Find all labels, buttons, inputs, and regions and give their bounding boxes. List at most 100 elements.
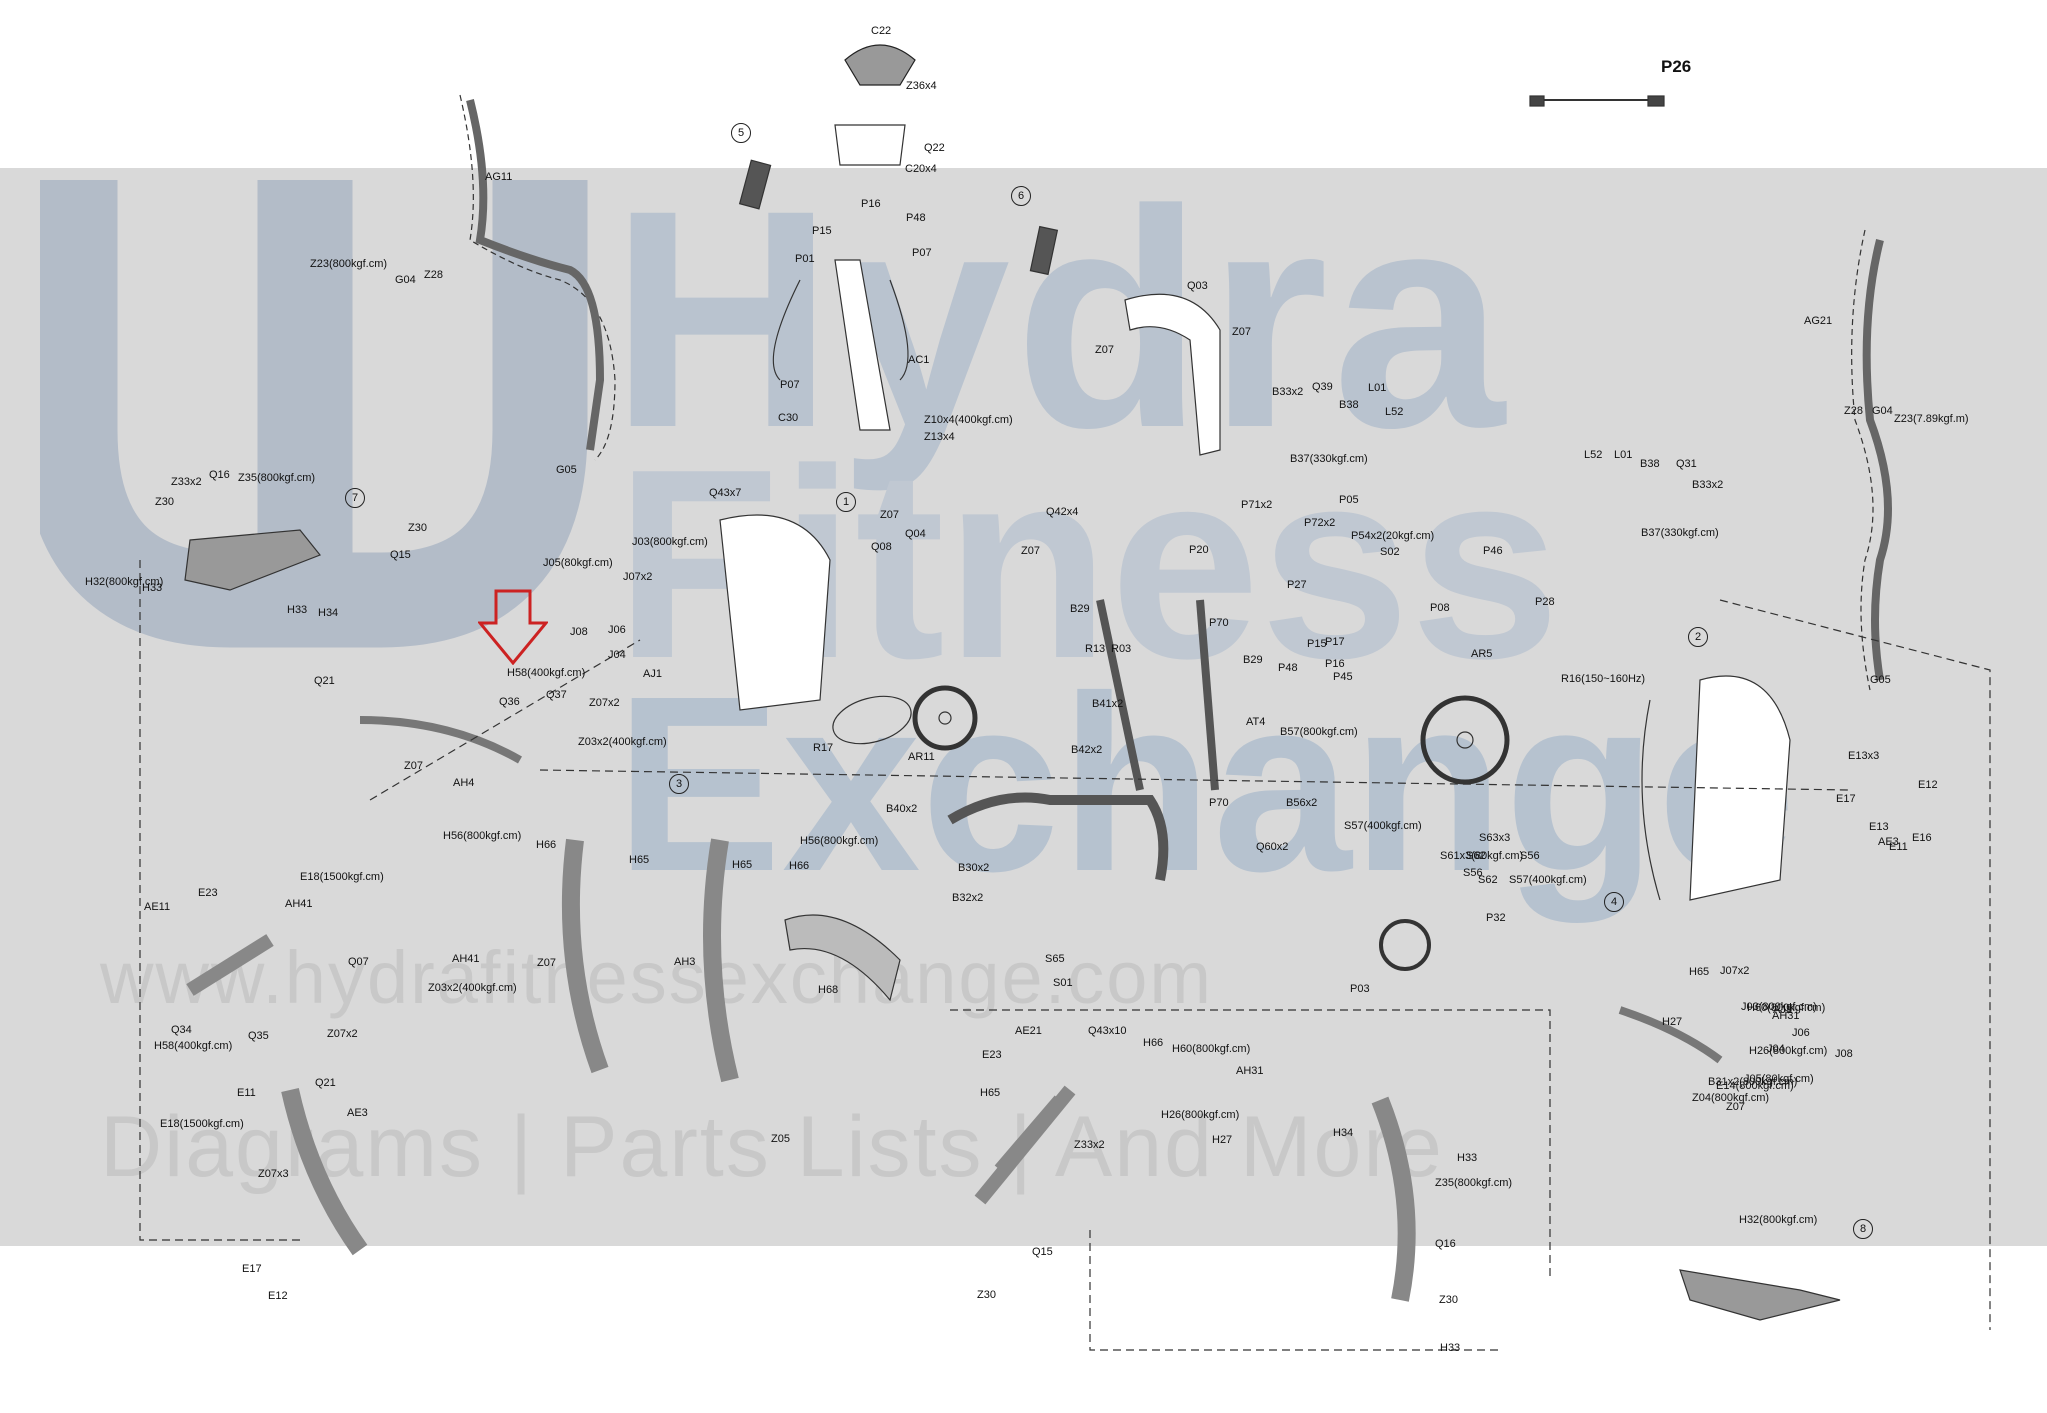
part-label: E18(1500kgf.cm) bbox=[300, 871, 384, 883]
callout-4: 4 bbox=[1604, 892, 1624, 912]
part-label: J06 bbox=[1792, 1027, 1810, 1039]
part-label: H65 bbox=[1689, 966, 1710, 978]
part-label: Q34 bbox=[171, 1024, 192, 1036]
part-label: H56(800kgf.cm) bbox=[443, 830, 522, 842]
part-label: S57(400kgf.cm) bbox=[1509, 874, 1587, 886]
part-label: Z33x2 bbox=[171, 476, 202, 488]
part-label: Q36 bbox=[499, 696, 520, 708]
part-label: P17 bbox=[1325, 636, 1345, 648]
part-label: P01 bbox=[795, 253, 815, 265]
part-label: AT4 bbox=[1246, 716, 1266, 728]
part-label: P20 bbox=[1189, 544, 1209, 556]
part-label: B30x2 bbox=[958, 862, 990, 874]
part-label: Z05 bbox=[771, 1133, 790, 1145]
part-label: Z03x2(400kgf.cm) bbox=[428, 982, 517, 994]
part-label: P45 bbox=[1333, 671, 1353, 683]
part-label: Z30 bbox=[408, 522, 427, 534]
part-label: AE3 bbox=[347, 1107, 368, 1119]
part-label: AG11 bbox=[485, 171, 513, 183]
part-label: Z03x2(400kgf.cm) bbox=[578, 736, 667, 748]
part-label: H26(800kgf.cm) bbox=[1161, 1109, 1240, 1121]
part-label: S62 bbox=[1478, 874, 1498, 886]
part-label: L52 bbox=[1385, 406, 1404, 418]
part-label: B33x2 bbox=[1692, 479, 1724, 491]
part-label: P46 bbox=[1483, 545, 1503, 557]
part-label: E11 bbox=[237, 1087, 256, 1099]
part-label: AH3 bbox=[674, 956, 696, 968]
part-label: Q21 bbox=[314, 675, 335, 687]
part-label: J08 bbox=[1835, 1048, 1853, 1060]
part-label: B37(330kgf.cm) bbox=[1641, 527, 1719, 539]
part-label: S65 bbox=[1045, 953, 1065, 965]
part-label: G04 bbox=[395, 274, 416, 286]
part-label: B38 bbox=[1339, 399, 1359, 411]
callout-6: 6 bbox=[1011, 186, 1031, 206]
part-label: P27 bbox=[1287, 579, 1307, 591]
part-label: H65 bbox=[629, 854, 650, 866]
part-label: H68 bbox=[818, 984, 839, 996]
part-label: P72x2 bbox=[1304, 517, 1336, 529]
part-label: J07x2 bbox=[623, 571, 653, 583]
part-label: Z33x2 bbox=[1074, 1139, 1105, 1151]
part-label: S01 bbox=[1053, 977, 1073, 989]
part-label: B37(330kgf.cm) bbox=[1290, 453, 1368, 465]
part-label: H58(400kgf.cm) bbox=[507, 667, 586, 679]
part-label: Z07 bbox=[1232, 326, 1251, 338]
part-label: P70 bbox=[1209, 617, 1229, 629]
part-label: J08 bbox=[570, 626, 588, 638]
part-label: E23 bbox=[982, 1049, 1002, 1061]
part-label: Z28 bbox=[1844, 405, 1863, 417]
part-label: AH31 bbox=[1772, 1010, 1800, 1022]
part-label: AR5 bbox=[1471, 648, 1493, 660]
part-label: P32 bbox=[1486, 912, 1506, 924]
callout-5: 5 bbox=[731, 123, 751, 143]
part-label: R13 bbox=[1085, 643, 1106, 655]
part-label: Z04(800kgf.cm) bbox=[1692, 1092, 1770, 1104]
part-label: P07 bbox=[780, 379, 800, 391]
part-label: C20x4 bbox=[905, 163, 937, 175]
part-label: Z07x2 bbox=[327, 1028, 358, 1040]
part-label: P71x2 bbox=[1241, 499, 1273, 511]
part-label: Z07 bbox=[880, 509, 899, 521]
part-label: J03(800kgf.cm) bbox=[1741, 1001, 1817, 1013]
part-label: L52 bbox=[1584, 449, 1603, 461]
part-label: AE3 bbox=[1878, 836, 1899, 848]
part-label: E18(1500kgf.cm) bbox=[160, 1118, 244, 1130]
part-label: E13 bbox=[1869, 821, 1889, 833]
part-label: L01 bbox=[1368, 382, 1387, 394]
part-label: B40x2 bbox=[886, 803, 918, 815]
part-label: Z30 bbox=[977, 1289, 996, 1301]
part-label: H33 bbox=[1457, 1152, 1478, 1164]
part-label: AR11 bbox=[908, 751, 935, 763]
part-label: AC1 bbox=[908, 354, 930, 366]
part-label: AH41 bbox=[285, 898, 313, 910]
part-label: J03(800kgf.cm) bbox=[632, 536, 708, 548]
part-label: P03 bbox=[1350, 983, 1370, 995]
part-label: R16(150~160Hz) bbox=[1561, 673, 1646, 685]
part-label: R17 bbox=[813, 742, 834, 754]
part-label: Z35(800kgf.cm) bbox=[238, 472, 316, 484]
part-label: H66 bbox=[536, 839, 557, 851]
part-label: R03 bbox=[1111, 643, 1132, 655]
part-label: H66 bbox=[789, 860, 810, 872]
part-label: Z23(800kgf.cm) bbox=[310, 258, 388, 270]
part-label: E23 bbox=[198, 887, 218, 899]
part-label: G05 bbox=[556, 464, 577, 476]
part-label: H32(800kgf.cm) bbox=[85, 576, 164, 588]
part-label: J05(80kgf.cm) bbox=[1744, 1073, 1814, 1085]
part-label: Z28 bbox=[424, 269, 443, 281]
part-label: H56(800kgf.cm) bbox=[800, 835, 879, 847]
part-label: G04 bbox=[1872, 405, 1893, 417]
part-label: Q37 bbox=[546, 689, 567, 701]
part-label: Q15 bbox=[1032, 1246, 1053, 1258]
part-label: B42x2 bbox=[1071, 744, 1103, 756]
part-label: Q16 bbox=[1435, 1238, 1456, 1250]
part-label: Q43x10 bbox=[1088, 1025, 1127, 1037]
part-label: H27 bbox=[1212, 1134, 1233, 1146]
part-label: E13x3 bbox=[1848, 750, 1880, 762]
part-label: Q35 bbox=[248, 1030, 269, 1042]
part-label: Q21 bbox=[315, 1077, 336, 1089]
part-label: Q16 bbox=[209, 469, 230, 481]
